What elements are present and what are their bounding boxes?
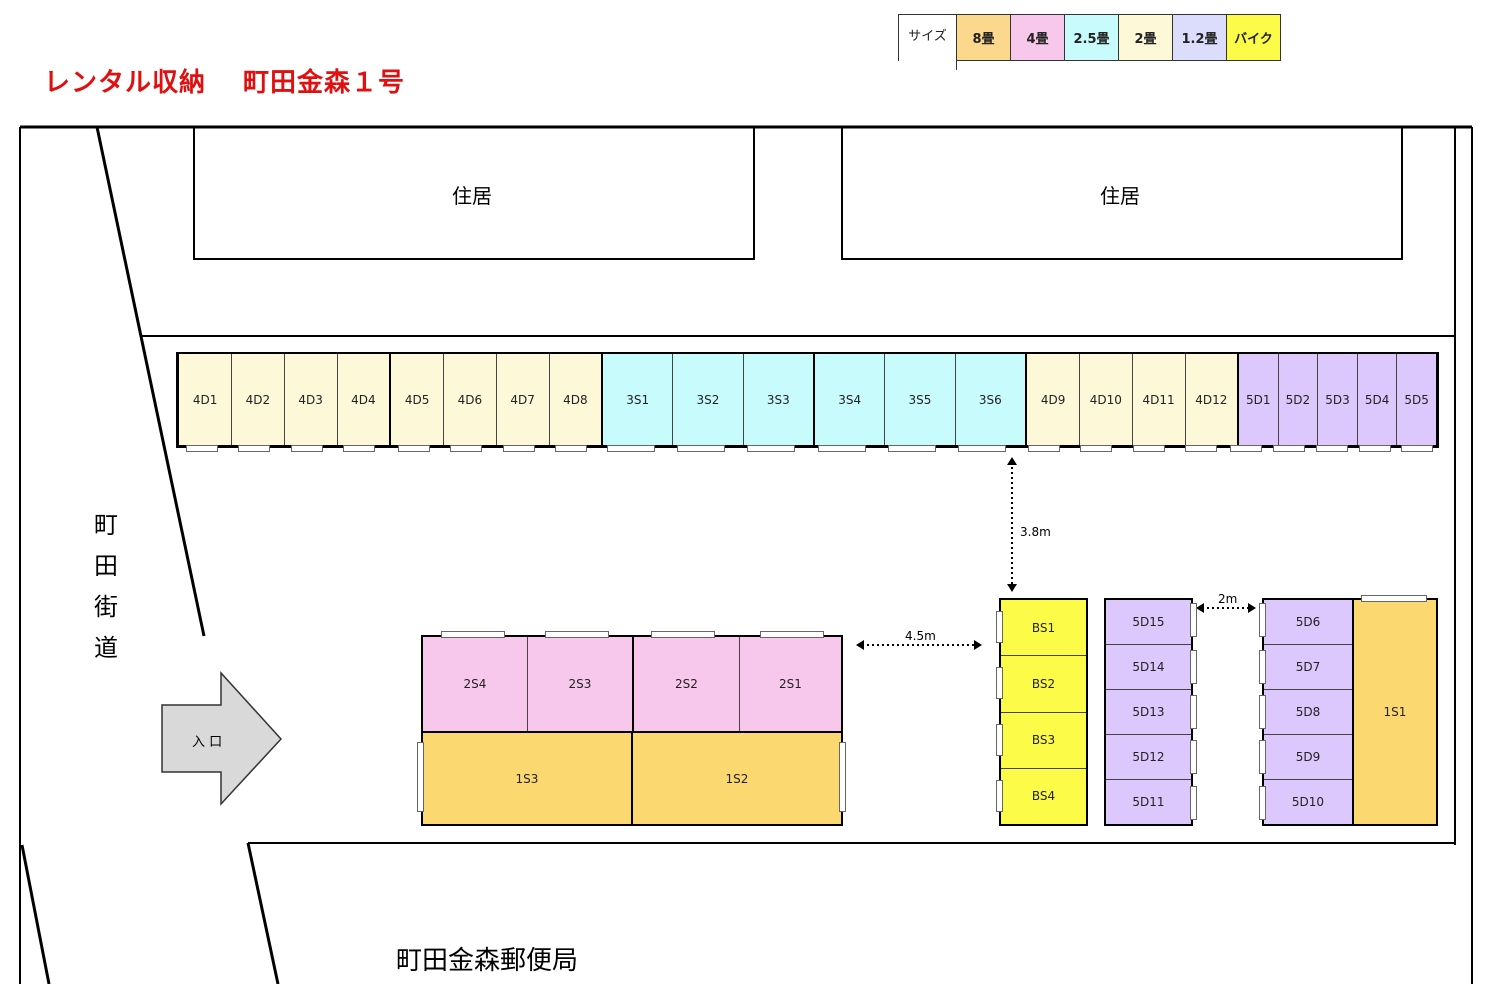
- size-legend: サイズ 8畳 4畳 2.5畳 2畳 1.2畳 バイク: [898, 14, 1281, 70]
- unit-4d1[interactable]: 4D1: [179, 354, 233, 445]
- road-char: 街: [94, 593, 118, 621]
- unit-4d5[interactable]: 4D5: [391, 354, 445, 445]
- unit-bs1[interactable]: BS1: [1001, 600, 1086, 657]
- unit-2s1[interactable]: 2S1: [779, 677, 802, 691]
- unit-4d10[interactable]: 4D10: [1080, 354, 1133, 445]
- unit-5d5[interactable]: 5D5: [1404, 392, 1429, 407]
- legend-2jo: 2畳: [1119, 15, 1173, 60]
- unit-group-4d-b: 4D5 4D6 4D7 4D8: [391, 354, 603, 445]
- unit-column-5d-b: 5D6 5D7 5D8 5D9 5D10: [1264, 600, 1354, 824]
- unit-group-3s-b: 3S4 3S5 3S6: [815, 354, 1027, 445]
- road-char: 田: [94, 552, 118, 580]
- unit-4d9[interactable]: 4D9: [1027, 354, 1081, 445]
- unit-bs2[interactable]: BS2: [1001, 656, 1086, 713]
- unit-group-4d-a: 4D1 4D2 4D3 4D4: [179, 354, 391, 445]
- top-unit-row: 4D1 4D2 4D3 4D4 4D5 4D6 4D7 4D8 3S1 3S2 …: [176, 352, 1439, 448]
- legend-8jo: 8畳: [957, 15, 1011, 60]
- unit-4d12[interactable]: 4D12: [1195, 392, 1228, 407]
- unit-group-5d-top: 5D1 5D2 5D3 5D4 5D5: [1239, 354, 1436, 445]
- unit-5d15[interactable]: 5D15: [1106, 600, 1191, 645]
- unit-5d11[interactable]: 5D11: [1132, 795, 1165, 809]
- unit-5d8[interactable]: 5D8: [1264, 690, 1352, 735]
- unit-3s2[interactable]: 3S2: [673, 354, 744, 445]
- unit-1s2[interactable]: 1S2: [725, 771, 749, 786]
- unit-5d14[interactable]: 5D14: [1106, 645, 1191, 690]
- unit-group-3s-a: 3S1 3S2 3S3: [603, 354, 815, 445]
- unit-2s3[interactable]: 2S3: [528, 637, 634, 731]
- road-label: 町 田 街 道: [94, 505, 124, 669]
- unit-column-5d-a: 5D15 5D14 5D13 5D12 5D11: [1104, 598, 1193, 826]
- unit-4d4[interactable]: 4D4: [351, 392, 376, 407]
- unit-4d8[interactable]: 4D8: [563, 392, 588, 407]
- legend-1-2jo: 1.2畳: [1173, 15, 1227, 60]
- unit-3s3[interactable]: 3S3: [766, 392, 790, 407]
- unit-4d3[interactable]: 4D3: [285, 354, 338, 445]
- unit-3s4[interactable]: 3S4: [815, 354, 886, 445]
- unit-bs4[interactable]: BS4: [1031, 789, 1056, 804]
- unit-2s4[interactable]: 2S4: [423, 637, 528, 731]
- legend-4jo: 4畳: [1011, 15, 1065, 60]
- unit-1s1[interactable]: 1S1: [1354, 600, 1436, 824]
- unit-5d6[interactable]: 5D6: [1264, 600, 1352, 645]
- unit-3s1[interactable]: 3S1: [603, 354, 674, 445]
- unit-5d4[interactable]: 5D4: [1358, 354, 1398, 445]
- unit-block-2s-1s: 2S4 2S3 2S2 2S1 1S3 1S2: [421, 635, 843, 826]
- unit-4d11[interactable]: 4D11: [1133, 354, 1186, 445]
- unit-5d1[interactable]: 5D1: [1239, 354, 1279, 445]
- road-char: 道: [94, 634, 118, 662]
- unit-row-2s: 2S4 2S3 2S2 2S1: [423, 637, 841, 733]
- unit-5d7[interactable]: 5D7: [1264, 645, 1352, 690]
- unit-4d7[interactable]: 4D7: [497, 354, 550, 445]
- unit-3s5[interactable]: 3S5: [885, 354, 956, 445]
- road-char: 町: [94, 511, 118, 539]
- legend-2-5jo: 2.5畳: [1065, 15, 1119, 60]
- unit-4d6[interactable]: 4D6: [444, 354, 497, 445]
- dimension-2m: 2m: [1218, 592, 1238, 606]
- unit-row-1s: 1S3 1S2: [423, 733, 841, 824]
- unit-5d3[interactable]: 5D3: [1318, 354, 1358, 445]
- unit-5d12[interactable]: 5D12: [1106, 735, 1191, 780]
- top-row-doors: [176, 445, 1439, 453]
- unit-1s3[interactable]: 1S3: [423, 733, 633, 824]
- unit-5d10[interactable]: 5D10: [1291, 795, 1325, 809]
- dimension-3-8m: 3.8m: [1020, 525, 1051, 539]
- unit-bs3[interactable]: BS3: [1001, 713, 1086, 769]
- house-label-2: 住居: [1100, 184, 1140, 208]
- post-office-label: 町田金森郵便局: [396, 946, 579, 976]
- unit-4d2[interactable]: 4D2: [232, 354, 285, 445]
- legend-size: サイズ: [899, 15, 957, 70]
- unit-5d13[interactable]: 5D13: [1106, 690, 1191, 735]
- bike-unit-column: BS1 BS2 BS3 BS4: [999, 598, 1088, 826]
- entrance-label: 入 口: [192, 735, 223, 750]
- legend-bike: バイク: [1227, 15, 1280, 60]
- house-label-1: 住居: [452, 184, 492, 208]
- unit-3s6[interactable]: 3S6: [978, 392, 1002, 407]
- page-title: レンタル収納 町田金森１号: [44, 68, 406, 98]
- unit-2s2[interactable]: 2S2: [634, 637, 740, 731]
- unit-group-4d-c: 4D9 4D10 4D11 4D12: [1027, 354, 1239, 445]
- unit-5d9[interactable]: 5D9: [1264, 735, 1352, 780]
- unit-5d2[interactable]: 5D2: [1279, 354, 1319, 445]
- dimension-4-5m: 4.5m: [905, 629, 936, 643]
- unit-block-5d-b-1s1: 5D6 5D7 5D8 5D9 5D10 1S1: [1262, 598, 1438, 826]
